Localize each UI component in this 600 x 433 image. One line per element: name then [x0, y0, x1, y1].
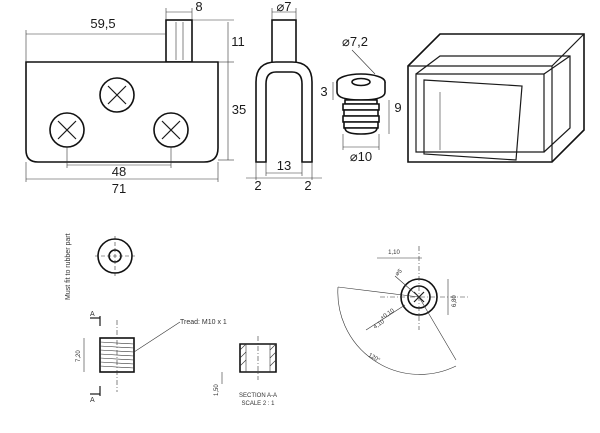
- dim-fork-left-leg: 2: [254, 178, 261, 193]
- rubber-part-view: Must fit to rubber part: [65, 233, 135, 300]
- dim-plate-width: 59,5: [90, 16, 115, 31]
- section-mark-bottom: A: [90, 397, 95, 404]
- bushing-ribs: [342, 99, 380, 135]
- dim-110: 1,10: [388, 250, 400, 256]
- dim-pin-width: 8: [195, 0, 202, 14]
- dim-720: 7,20: [76, 350, 82, 362]
- screw-right: [153, 112, 189, 148]
- dim-bushing-body-height: 9: [394, 100, 401, 115]
- section-mark-top: A: [90, 311, 95, 318]
- angle-label: 120°: [367, 353, 381, 365]
- angle-detail-view: 120° 1,10 ⌀5 6,80 +0,10 4,10: [337, 246, 470, 375]
- fork-view: ⌀7 13 2 2: [246, 0, 322, 193]
- fork-shaft: [271, 19, 297, 65]
- plate-hinge-view: 59,5 8 11 35 48 71: [25, 0, 246, 196]
- dim-bushing-body-diameter: ⌀10: [350, 149, 372, 164]
- section-a-a-view: 1,50 SECTION A-A SCALE 2 : 1: [214, 336, 277, 407]
- dim-fork-right-leg: 2: [304, 178, 311, 193]
- hinge-pin: [165, 19, 193, 63]
- dim-410: 4,10: [373, 319, 387, 331]
- fork-body: [255, 61, 313, 163]
- screw-top: [99, 77, 135, 113]
- screw-left: [49, 112, 85, 148]
- dim-hole-spacing: 48: [112, 164, 126, 179]
- dim-bushing-head-diameter: ⌀7,2: [342, 34, 368, 49]
- section-scale: SCALE 2 : 1: [241, 401, 275, 407]
- dim-bushing-head-height: 3: [320, 84, 327, 99]
- dim-680: 6,80: [452, 295, 458, 307]
- dim-fork-inner: 13: [277, 158, 291, 173]
- cabinet-illustration: [407, 33, 585, 163]
- dim-pin-height: 11: [231, 34, 245, 49]
- section-title: SECTION A-A: [239, 393, 277, 399]
- threaded-bush-view: Tread: M10 x 1 A A 7,20: [76, 311, 227, 404]
- dim-plate-height: 35: [232, 102, 246, 117]
- thread-note: Tread: M10 x 1: [180, 319, 227, 326]
- dim-overall-width: 71: [112, 181, 126, 196]
- bushing-view: ⌀7,2 3 9 ⌀10: [320, 34, 401, 164]
- rubber-note: Must fit to rubber part: [65, 233, 72, 300]
- dim-phi5: ⌀5: [394, 268, 404, 277]
- dim-150: 1,50: [214, 384, 220, 396]
- dim-fork-diameter: ⌀7: [276, 0, 291, 14]
